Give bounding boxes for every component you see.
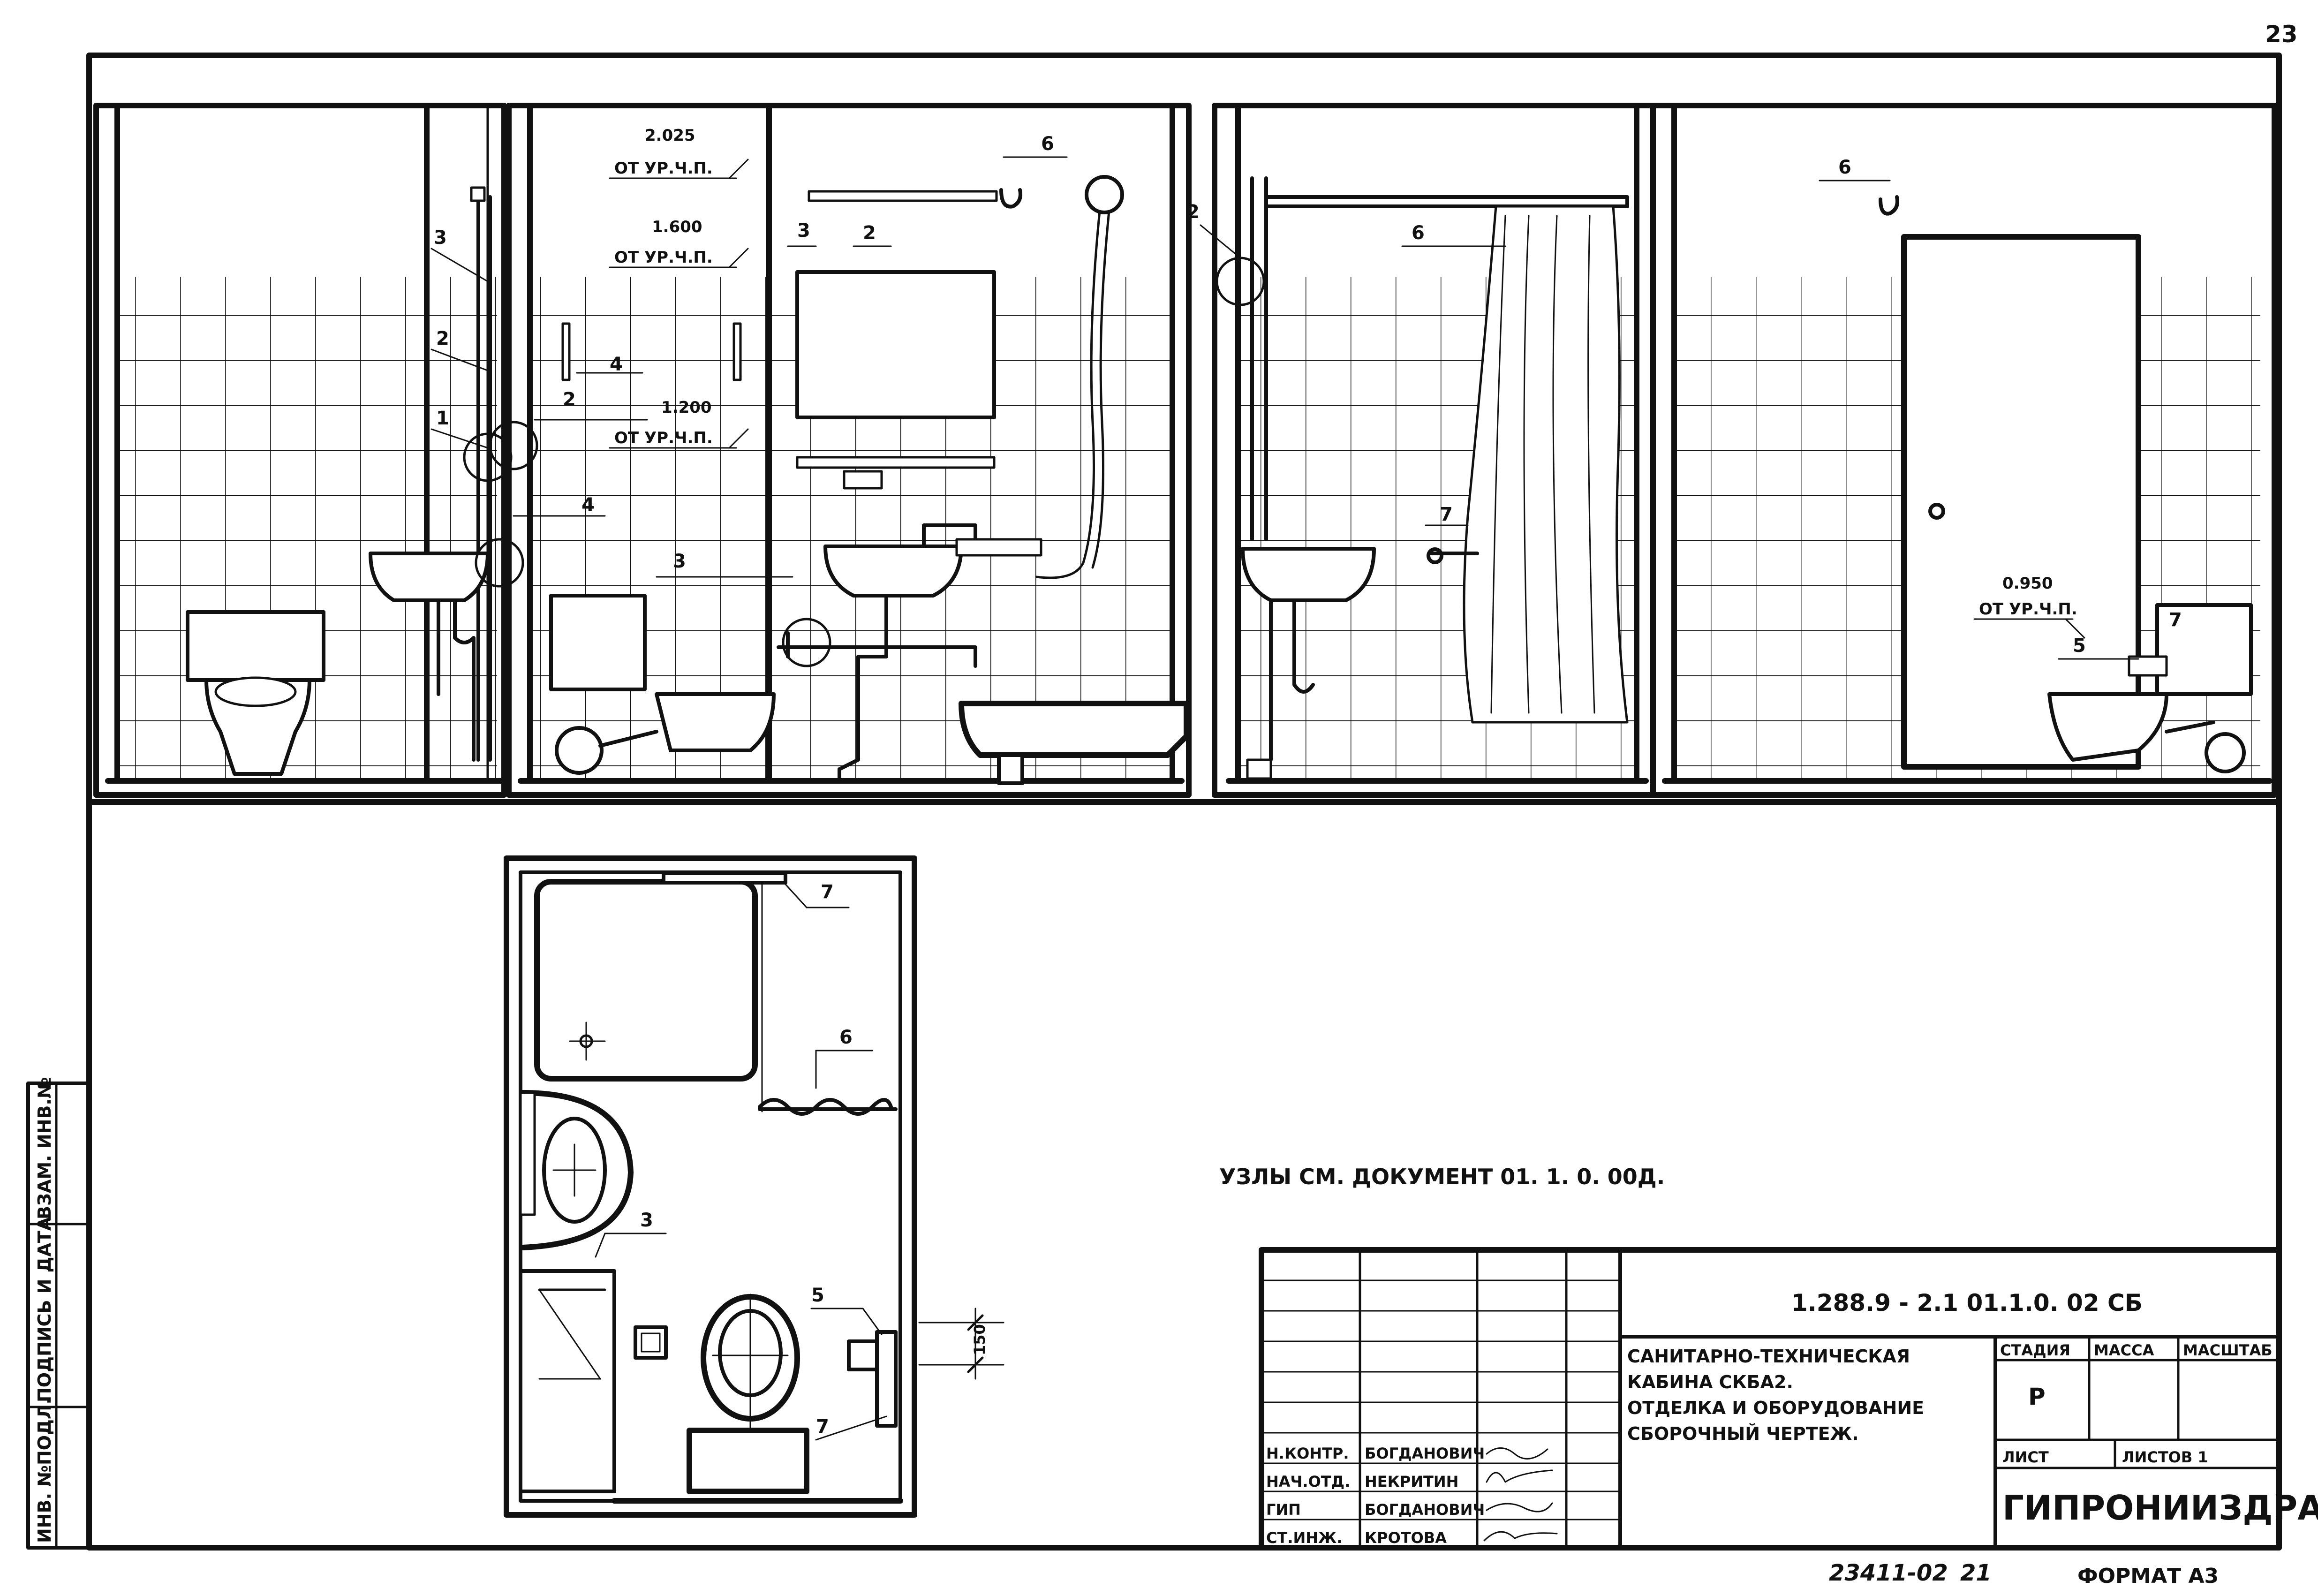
plan-callout-7: 7 <box>821 881 834 903</box>
plan-view: 7 6 3 5 <box>504 855 1004 1518</box>
callout-3b: 3 <box>797 220 810 242</box>
elevation-view-3: 2 6 7 <box>1186 103 1656 798</box>
level-1200: 1.200 <box>661 398 712 417</box>
level-0950: 0.950 <box>2002 574 2053 593</box>
callout-6c: 6 <box>1838 157 1851 178</box>
title-line-1: САНИТАРНО-ТЕХНИЧЕСКАЯ <box>1627 1346 1910 1367</box>
title-line-3: ОТДЕЛКА И ОБОРУДОВАНИЕ <box>1627 1398 1924 1418</box>
organization-name: ГИПРОНИИЗДРАВ <box>2002 1488 2318 1528</box>
level-0950-ref: ОТ УР.Ч.П. <box>1979 600 2077 619</box>
signature-scribble-4 <box>1483 1531 1558 1542</box>
level-2025-ref: ОТ УР.Ч.П. <box>614 159 713 178</box>
callout-4: 4 <box>610 354 623 375</box>
title-block: Н.КОНТР. БОГДАНОВИЧ НАЧ.ОТД. НЕКРИТИН ГИ… <box>1259 1247 2318 1551</box>
scale-header: МАСШТАБ <box>2183 1341 2273 1359</box>
title-line-2: КАБИНА СКБА2. <box>1627 1372 1793 1392</box>
mass-header: МАССА <box>2094 1341 2154 1359</box>
level-2025: 2.025 <box>645 126 695 145</box>
callout-1: 1 <box>436 408 449 429</box>
callout-6: 6 <box>1041 133 1054 155</box>
side-stamp: ИНВ. №ПОДЛ. ПОДПИСЬ И ДАТА ВЗАМ. ИНВ.№ <box>26 1077 91 1550</box>
signature-scribble-2 <box>1486 1469 1553 1483</box>
footer-sheet-number: 21 <box>1960 1560 1992 1586</box>
callout-6b: 6 <box>1412 222 1425 244</box>
doc-code: 1.288.9 - 2.1 01.1.0. 02 СБ <box>1791 1289 2143 1316</box>
plan-callout-7b: 7 <box>816 1416 829 1437</box>
callout-7b: 7 <box>2169 609 2182 631</box>
elevation-view-2: 2.025 ОТ УР.Ч.П. 1.600 ОТ УР.Ч.П. 1.200 … <box>489 103 1192 798</box>
callout-3: 3 <box>434 227 447 249</box>
format-label: ФОРМАТ А3 <box>2077 1564 2219 1588</box>
callout-2c: 2 <box>863 222 876 244</box>
side-stamp-inv-label: ИНВ. №ПОДЛ. <box>34 1398 55 1543</box>
callout-3c: 3 <box>673 551 686 572</box>
page-number: 23 <box>2265 21 2298 48</box>
elevation-view-1: 3 2 1 <box>93 103 524 798</box>
callout-2b: 2 <box>563 389 576 410</box>
sig-name-4: КРОТОВА <box>1365 1529 1447 1547</box>
inventory-number: 23411-02 <box>1829 1560 1948 1586</box>
stage-header: СТАДИЯ <box>2000 1341 2070 1359</box>
sig-role-3: ГИП <box>1266 1501 1301 1519</box>
level-1600: 1.600 <box>652 218 702 236</box>
sig-name-2: НЕКРИТИН <box>1365 1473 1458 1490</box>
sig-role-4: СТ.ИНЖ. <box>1266 1529 1342 1547</box>
plan-dimension-150: 150 <box>971 1324 989 1355</box>
callout-4b: 4 <box>581 494 595 516</box>
plan-callout-5: 5 <box>811 1285 824 1306</box>
sig-role-1: Н.КОНТР. <box>1266 1445 1349 1462</box>
signature-scribble-1 <box>1486 1447 1548 1460</box>
callout-5: 5 <box>2073 635 2086 657</box>
level-1600-ref: ОТ УР.Ч.П. <box>614 248 713 267</box>
sheet-label: ЛИСТ <box>2002 1448 2049 1466</box>
side-stamp-signature-label: ПОДПИСЬ И ДАТА <box>34 1217 55 1402</box>
sig-name-3: БОГДАНОВИЧ <box>1365 1501 1485 1519</box>
callout-2d: 2 <box>1186 201 1200 223</box>
side-stamp-swap-label: ВЗАМ. ИНВ.№ <box>34 1077 55 1219</box>
nodes-note: УЗЛЫ СМ. ДОКУМЕНТ 01. 1. 0. 00Д. <box>1219 1164 1665 1189</box>
plan-callout-6: 6 <box>839 1027 853 1048</box>
signature-scribble-3 <box>1486 1502 1553 1513</box>
plan-callout-3: 3 <box>640 1210 653 1231</box>
sig-name-1: БОГДАНОВИЧ <box>1365 1445 1485 1462</box>
sheets-count: ЛИСТОВ 1 <box>2122 1448 2208 1466</box>
callout-7: 7 <box>1440 504 1453 525</box>
sig-role-2: НАЧ.ОТД. <box>1266 1473 1350 1490</box>
level-1200-ref: ОТ УР.Ч.П. <box>614 429 713 447</box>
stage-value: Р <box>2028 1383 2046 1410</box>
elevation-view-4: 0.950 ОТ УР.Ч.П. 6 5 7 <box>1650 103 2277 798</box>
title-line-4: СБОРОЧНЫЙ ЧЕРТЕЖ. <box>1627 1423 1859 1444</box>
callout-2: 2 <box>436 328 449 349</box>
